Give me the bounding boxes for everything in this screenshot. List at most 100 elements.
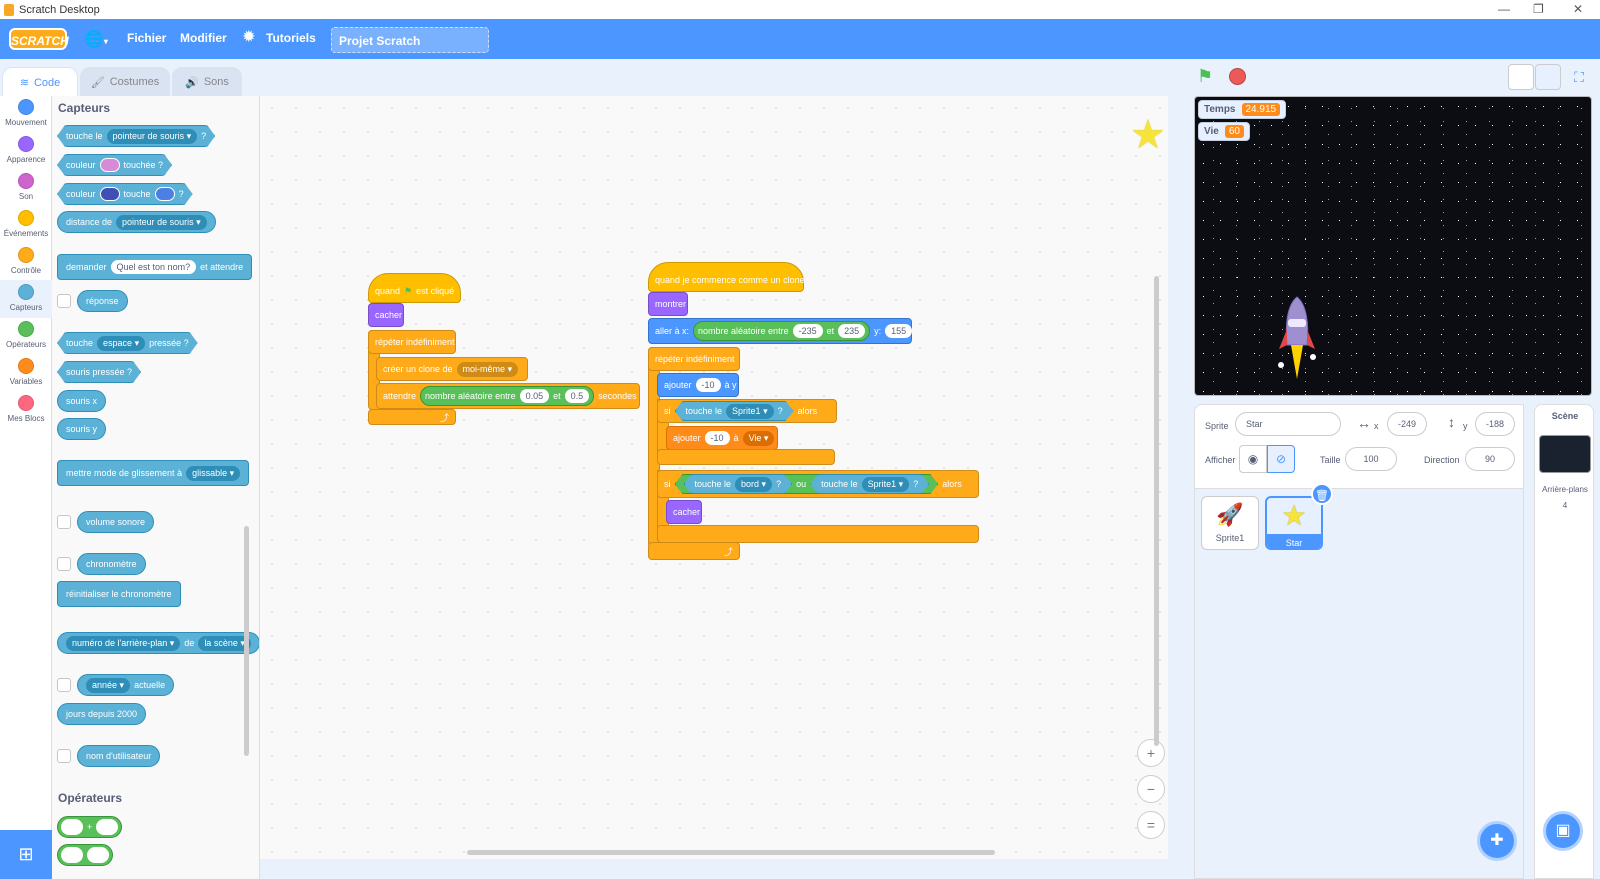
category-events[interactable]: Événements <box>0 210 52 246</box>
category-variables[interactable]: Variables <box>0 358 52 394</box>
category-operators[interactable]: Opérateurs <box>0 321 52 357</box>
distance-target-dropdown[interactable]: pointeur de souris ▾ <box>116 214 207 230</box>
maximize-button[interactable]: ❐ <box>1533 2 1544 16</box>
tutorials-menu[interactable]: Tutoriels <box>266 31 316 45</box>
project-title-input[interactable]: Projet Scratch <box>331 27 489 53</box>
drag-mode-dropdown[interactable]: glissable ▾ <box>186 465 241 481</box>
block-current[interactable]: année ▾actuelle <box>77 674 175 696</box>
timer-checkbox[interactable] <box>57 557 71 571</box>
block-days-since-2000[interactable]: jours depuis 2000 <box>57 703 147 725</box>
y-input[interactable]: -188 <box>1475 412 1515 436</box>
sprite-thumb-star[interactable]: ★ Star <box>1265 496 1323 550</box>
operand-field[interactable] <box>96 819 119 835</box>
tab-sounds[interactable]: 🔊Sons <box>172 67 242 97</box>
fullscreen-button[interactable]: ⛶ <box>1566 64 1592 90</box>
block-mouse-y[interactable]: souris y <box>57 418 107 440</box>
current-year-checkbox[interactable] <box>57 678 71 692</box>
block-forever[interactable]: répéter indéfiniment <box>648 347 740 371</box>
block-loudness[interactable]: volume sonore <box>77 511 155 533</box>
block-when-flag-clicked[interactable]: quand⚑est cliqué <box>368 273 461 303</box>
username-checkbox[interactable] <box>57 749 71 763</box>
category-control[interactable]: Contrôle <box>0 247 52 283</box>
block-add[interactable]: + <box>57 816 123 838</box>
backdrop-property-dropdown[interactable]: numéro de l'arrière-plan ▾ <box>66 635 181 651</box>
zoom-reset-button[interactable]: = <box>1137 811 1165 839</box>
language-globe-icon[interactable]: 🌐▾ <box>84 31 108 48</box>
sprite-thumb-sprite1[interactable]: 🚀 Sprite1 <box>1201 496 1259 550</box>
block-username[interactable]: nom d'utilisateur <box>77 745 161 767</box>
size-input[interactable]: 100 <box>1345 447 1397 471</box>
block-show[interactable]: montrer <box>648 292 688 316</box>
operand-field[interactable] <box>61 847 83 863</box>
tab-costumes[interactable]: 🖌Costumes <box>80 67 170 97</box>
category-sound[interactable]: Son <box>0 173 52 209</box>
category-sensing[interactable]: Capteurs <box>0 280 52 318</box>
answer-checkbox[interactable] <box>57 294 71 308</box>
random-max-field[interactable]: 0.5 <box>564 389 590 403</box>
touch-target-dropdown[interactable]: Sprite1 ▾ <box>726 404 774 419</box>
operand-field[interactable] <box>61 819 83 835</box>
touch-target-dropdown[interactable]: pointeur de souris ▾ <box>107 129 198 144</box>
block-reset-timer[interactable]: réinitialiser le chronomètre <box>57 581 181 607</box>
color-swatch[interactable] <box>100 187 120 201</box>
block-forever[interactable]: répéter indéfiniment <box>368 330 456 354</box>
add-extension-button[interactable]: ⊞ <box>0 830 52 879</box>
operand-field[interactable] <box>87 847 109 863</box>
close-button[interactable]: ✕ <box>1573 2 1584 16</box>
category-looks[interactable]: Apparence <box>0 136 52 172</box>
block-mouse-down[interactable]: souris pressée ? <box>57 361 141 383</box>
change-var-field[interactable]: -10 <box>704 431 730 445</box>
variable-dropdown[interactable]: Vie ▾ <box>742 430 775 446</box>
backdrop-thumbnail[interactable] <box>1539 435 1591 473</box>
script-area[interactable]: quand⚑est cliqué cacher répéter indéfini… <box>260 96 1168 859</box>
sprite-name-input[interactable]: Star <box>1235 412 1341 436</box>
choose-sprite-button[interactable]: ✚ <box>1477 821 1517 861</box>
of-target-dropdown[interactable]: la scène ▾ <box>198 635 251 651</box>
block-mouse-x[interactable]: souris x <box>57 390 107 412</box>
large-stage-button[interactable] <box>1535 64 1561 90</box>
scratch-logo[interactable]: SCRATCH <box>9 28 69 50</box>
zoom-in-button[interactable]: + <box>1137 739 1165 767</box>
green-flag-button[interactable]: ⚑ <box>1197 66 1213 87</box>
y-field[interactable]: 155 <box>885 324 913 338</box>
edit-menu[interactable]: Modifier <box>180 31 227 45</box>
block-subtract[interactable] <box>57 844 113 866</box>
color-swatch[interactable] <box>155 187 175 201</box>
random-min-field[interactable]: 0.05 <box>519 389 550 403</box>
x-input[interactable]: -249 <box>1387 412 1427 436</box>
hide-sprite-button[interactable]: ⊘ <box>1267 445 1295 473</box>
random-max-field[interactable]: 235 <box>838 324 866 338</box>
choose-backdrop-button[interactable]: ▣ <box>1543 811 1583 851</box>
category-motion[interactable]: Mouvement <box>0 99 52 135</box>
tab-code[interactable]: ≋Code <box>2 67 78 97</box>
key-dropdown[interactable]: espace ▾ <box>97 336 145 351</box>
file-menu[interactable]: Fichier <box>127 31 167 45</box>
direction-input[interactable]: 90 <box>1465 447 1515 471</box>
show-sprite-button[interactable]: ◉ <box>1239 445 1267 473</box>
loudness-checkbox[interactable] <box>57 515 71 529</box>
block-hide[interactable]: cacher <box>368 303 404 327</box>
clone-target-dropdown[interactable]: moi-même ▾ <box>456 361 519 377</box>
vertical-scrollbar[interactable] <box>1154 276 1159 746</box>
small-stage-button[interactable] <box>1508 64 1534 90</box>
color-swatch[interactable] <box>100 158 120 172</box>
